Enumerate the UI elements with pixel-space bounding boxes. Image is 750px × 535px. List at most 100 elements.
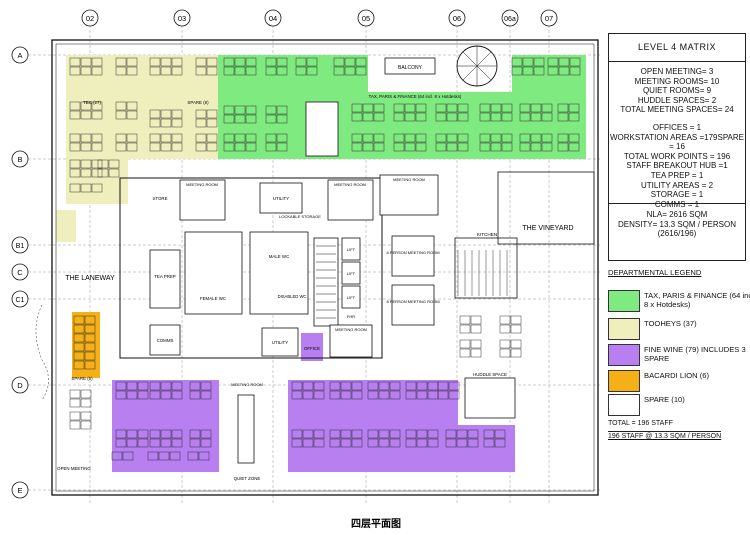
desk <box>169 451 181 461</box>
desk <box>265 57 277 67</box>
desk <box>329 381 341 391</box>
desk <box>435 142 447 152</box>
desk <box>490 112 502 122</box>
desk <box>80 420 92 430</box>
desk <box>378 438 390 448</box>
desk <box>187 451 199 461</box>
matrix-line: (2616/196) <box>657 229 697 239</box>
stair <box>313 237 339 327</box>
svg-text:05: 05 <box>362 14 370 23</box>
grid-row-A: A <box>11 46 29 64</box>
desk <box>483 438 495 448</box>
legend-label: TAX, PARIS & FINANCE (64 incl. 8 x Hotde… <box>644 291 750 309</box>
desk <box>149 381 161 391</box>
room-label-the-laneway: THE LANEWAY <box>65 275 115 282</box>
matrix-line: STAFF BREAKOUT HUB =1 <box>626 161 728 171</box>
legend-item-tooheys: TOOHEYS (37) <box>608 318 750 340</box>
departmental-legend: DEPARTMENTAL LEGEND TAX, PARIS & FINANCE… <box>608 268 750 443</box>
desk <box>245 114 257 124</box>
desk <box>510 339 522 349</box>
desk <box>569 66 581 76</box>
meeting-room-east <box>379 174 439 216</box>
desk <box>355 66 367 76</box>
desk <box>160 109 172 119</box>
desk <box>97 168 109 178</box>
zone-bacardi-lion <box>72 312 100 378</box>
desk <box>200 390 212 400</box>
desk <box>415 133 427 143</box>
grid-col-06a: 06a <box>501 9 519 27</box>
desk <box>479 133 491 143</box>
matrix-line: WORKSTATION AREAS =179SPARE = 16 <box>609 132 745 152</box>
desk <box>149 142 161 152</box>
desk <box>416 429 428 439</box>
matrix-block-meetings: OPEN MEETING= 3 MEETING ROOMS= 10 QUIET … <box>609 62 745 115</box>
svg-text:B1: B1 <box>16 243 25 250</box>
legend-item-spare: SPARE (10) <box>608 394 750 416</box>
desk <box>340 429 352 439</box>
desk <box>351 390 363 400</box>
meeting-room-8p-1 <box>391 235 435 277</box>
desk <box>223 142 235 152</box>
desk <box>69 398 81 408</box>
male-wc <box>249 231 309 315</box>
desk <box>295 66 307 76</box>
core-walls <box>119 177 383 359</box>
desk <box>195 66 207 76</box>
desk <box>137 390 149 400</box>
desk <box>126 438 138 448</box>
grid-row-B: B <box>11 150 29 168</box>
desk <box>276 105 288 115</box>
matrix-line: MEETING ROOMS= 10 <box>634 76 720 86</box>
desk <box>80 183 92 193</box>
desk <box>115 66 127 76</box>
lift-3 <box>341 285 361 309</box>
desk <box>69 183 81 193</box>
desk <box>427 429 439 439</box>
meeting-room-core-3 <box>329 324 373 358</box>
building-outline <box>51 39 599 496</box>
desk <box>171 381 183 391</box>
desk <box>276 114 288 124</box>
desk <box>80 110 92 120</box>
desk <box>91 133 103 143</box>
matrix-line: COMMS = 1 <box>654 199 700 209</box>
level-matrix-panel: LEVEL 4 MATRIX OPEN MEETING= 3 MEETING R… <box>608 33 746 261</box>
desk <box>456 438 468 448</box>
desk <box>80 389 92 399</box>
room-label-lift-3: LIFT <box>347 295 356 300</box>
room-label-lift-2: LIFT <box>347 271 356 276</box>
room-label-male-wc: MALE WC <box>269 254 290 259</box>
grid-col-06: 06 <box>448 9 466 27</box>
desk <box>171 57 183 67</box>
desk <box>446 112 458 122</box>
desk <box>126 390 138 400</box>
desk <box>234 133 246 143</box>
desk <box>276 142 288 152</box>
desk <box>373 103 385 113</box>
desk <box>149 57 161 67</box>
desk <box>313 381 325 391</box>
legend-label: SPARE (10) <box>644 395 685 404</box>
desk <box>171 109 183 119</box>
desk <box>200 381 212 391</box>
desk <box>223 114 235 124</box>
desk <box>306 57 318 67</box>
desk <box>115 133 127 143</box>
balcony <box>384 57 436 75</box>
room-label-office: OFFICE <box>304 346 320 351</box>
desk <box>457 112 469 122</box>
desk <box>160 57 172 67</box>
desk <box>171 118 183 128</box>
room-label-meeting-room-1: MEETING ROOM <box>186 182 218 187</box>
desk <box>108 168 120 178</box>
desk <box>223 57 235 67</box>
desk <box>171 438 183 448</box>
desk <box>448 381 460 391</box>
desk <box>245 105 257 115</box>
desk <box>149 438 161 448</box>
desk <box>234 66 246 76</box>
desk <box>393 142 405 152</box>
desk <box>457 133 469 143</box>
desk <box>115 390 127 400</box>
